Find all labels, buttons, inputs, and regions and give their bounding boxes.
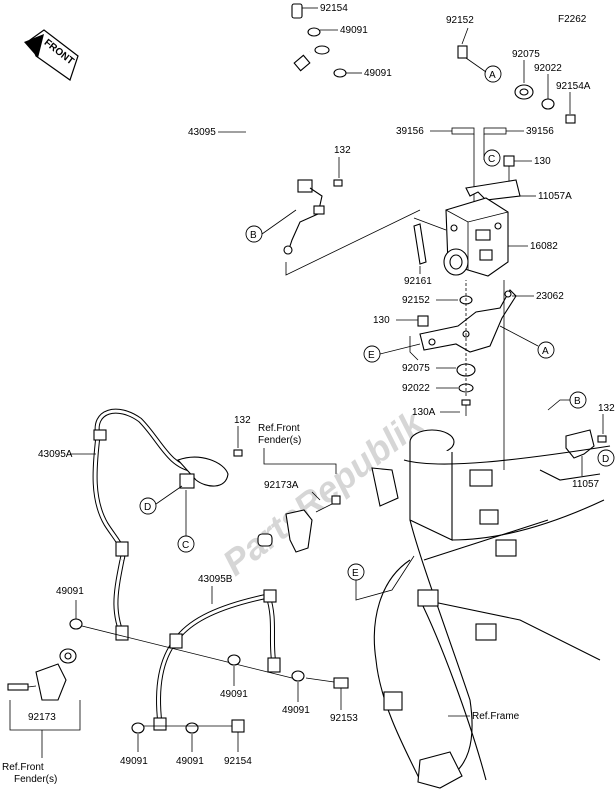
label-92152-a: 92152 [446,15,474,26]
label-16082: 16082 [530,241,558,252]
label-92153: 92153 [330,713,358,724]
bracket-23062 [419,289,517,353]
bolt-92153 [333,677,349,710]
callout-D-right [597,449,615,467]
pad-92161 [413,223,427,265]
label-92161: 92161 [404,276,432,287]
ref-front-fender-2: Ref.Front [2,762,44,773]
label-49091-d: 49091 [220,689,248,700]
bolt-92154-bottom [231,719,245,752]
callout-B-upper-label: B [250,230,257,241]
label-92154-top: 92154 [320,3,348,14]
callout-C-left-label: C [182,540,189,551]
ref-front-fender-2b: Fender(s) [14,774,57,785]
front-arrow-badge: FRONT [24,29,79,81]
bolt-92152-a: 92152 [446,15,474,59]
label-92022-a: 92022 [534,63,562,74]
label-92075-b: 92075 [402,363,430,374]
callout-A-lower-label: A [542,346,549,357]
frame-structure [371,429,611,789]
label-49091-a: 49091 [340,25,368,36]
label-11057: 11057 [572,479,600,490]
label-sticker-39156-l [451,127,475,135]
washer-49091-f [131,722,145,734]
ref-front-fender-1b: Fender(s) [258,435,301,446]
label-92173: 92173 [28,712,56,723]
washer-49091-b [333,68,347,78]
bracket-11057 [565,429,595,459]
label-92075-a: 92075 [512,49,540,60]
callout-A-upper [484,65,502,83]
label-92154A: 92154A [556,81,591,92]
label-92152-b: 92152 [402,295,430,306]
label-49091-g: 49091 [176,756,204,767]
label-43095B: 43095B [198,574,233,585]
label-39156-l: 39156 [396,126,424,137]
brake-hose-43095B [153,589,281,731]
label-132-b: 132 [234,415,251,426]
label-49091-f: 49091 [120,756,148,767]
label-43095: 43095 [188,127,216,138]
clamp-92173 [7,648,77,701]
label-92022-b: 92022 [402,383,430,394]
callout-D-left-label: D [144,502,151,513]
label-11057A: 11057A [538,191,572,202]
label-sticker-39156-r [483,127,507,135]
callout-E-upper-label: E [368,350,375,361]
bolt-130A [461,399,471,416]
callout-C-upper [483,149,501,167]
callout-C-upper-label: C [488,154,495,165]
washer-49091-c [69,618,83,630]
washer-92022-a [541,98,555,110]
watermark-text: PartsRepublik [215,401,433,584]
label-ref-frame: Ref.Frame [472,711,520,722]
label-39156-r: 39156 [526,126,554,137]
label-92154-bottom: 92154 [224,756,252,767]
label-130-b: 130 [373,315,390,326]
washer-49091-d [227,654,241,666]
washer-49091-e [291,670,305,682]
brake-hose-43095 [244,50,325,255]
diagram-code: F2262 [558,14,587,25]
bolt-92154A [565,114,576,124]
label-132-c: 132 [598,403,615,414]
label-49091-e: 49091 [282,705,310,716]
ref-front-fender-1: Ref.Front [258,423,300,434]
label-43095A: 43095A [38,449,73,460]
callout-B-right-label: B [574,396,581,407]
label-132-a: 132 [334,145,351,156]
callout-D-right-label: D [602,454,609,465]
brake-hose-43095A [92,408,229,641]
label-130A: 130A [412,407,436,418]
label-92173A: 92173A [264,480,299,491]
label-130-a: 130 [534,156,551,167]
washer-49091-a [307,27,321,37]
label-49091-b: 49091 [364,68,392,79]
fitting-92154-top: 92154 [291,3,348,19]
callout-A-lower [537,341,555,359]
bolt-130-b [417,315,429,327]
label-49091-c: 49091 [56,586,84,597]
washer-49091-g [185,722,199,734]
callout-D-left [139,497,157,515]
abs-unit-16082 [443,197,509,277]
callout-E-lower-label: E [352,568,359,579]
label-23062: 23062 [536,291,564,302]
callout-A-upper-label: A [489,70,496,81]
clamp-92173A [257,495,341,553]
